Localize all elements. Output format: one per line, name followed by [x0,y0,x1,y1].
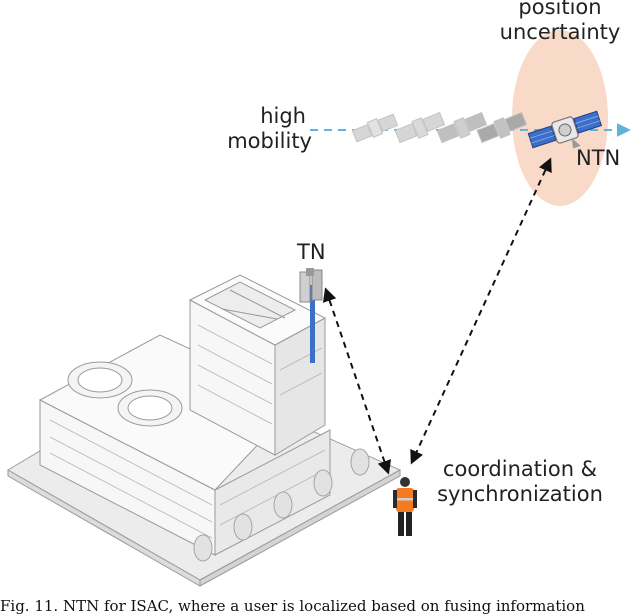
ntn-label: NTN [576,146,621,170]
coordination-line2: synchronization [437,481,603,506]
position-uncertainty-line2: uncertainty [499,19,621,44]
tn-label: TN [297,240,326,264]
high-mobility-label: high mobility [222,104,312,154]
coordination-line1: coordination & [442,457,598,481]
satellite-trail [351,111,528,144]
tn-base-station-icon [299,268,323,363]
user-icon [393,477,417,536]
position-uncertainty-line1: position [518,0,602,19]
coordination-label: coordination & synchronization [420,457,620,507]
high-mobility-line1: high [260,104,306,128]
position-uncertainty-label: position uncertainty [490,0,630,45]
figure-caption: Fig. 11. NTN for ISAC, where a user is l… [0,597,585,615]
ntn-satellite-icon [527,110,603,149]
high-mobility-line2: mobility [227,128,312,153]
building [7,274,402,587]
ntn-user-link-arrow [410,157,552,465]
